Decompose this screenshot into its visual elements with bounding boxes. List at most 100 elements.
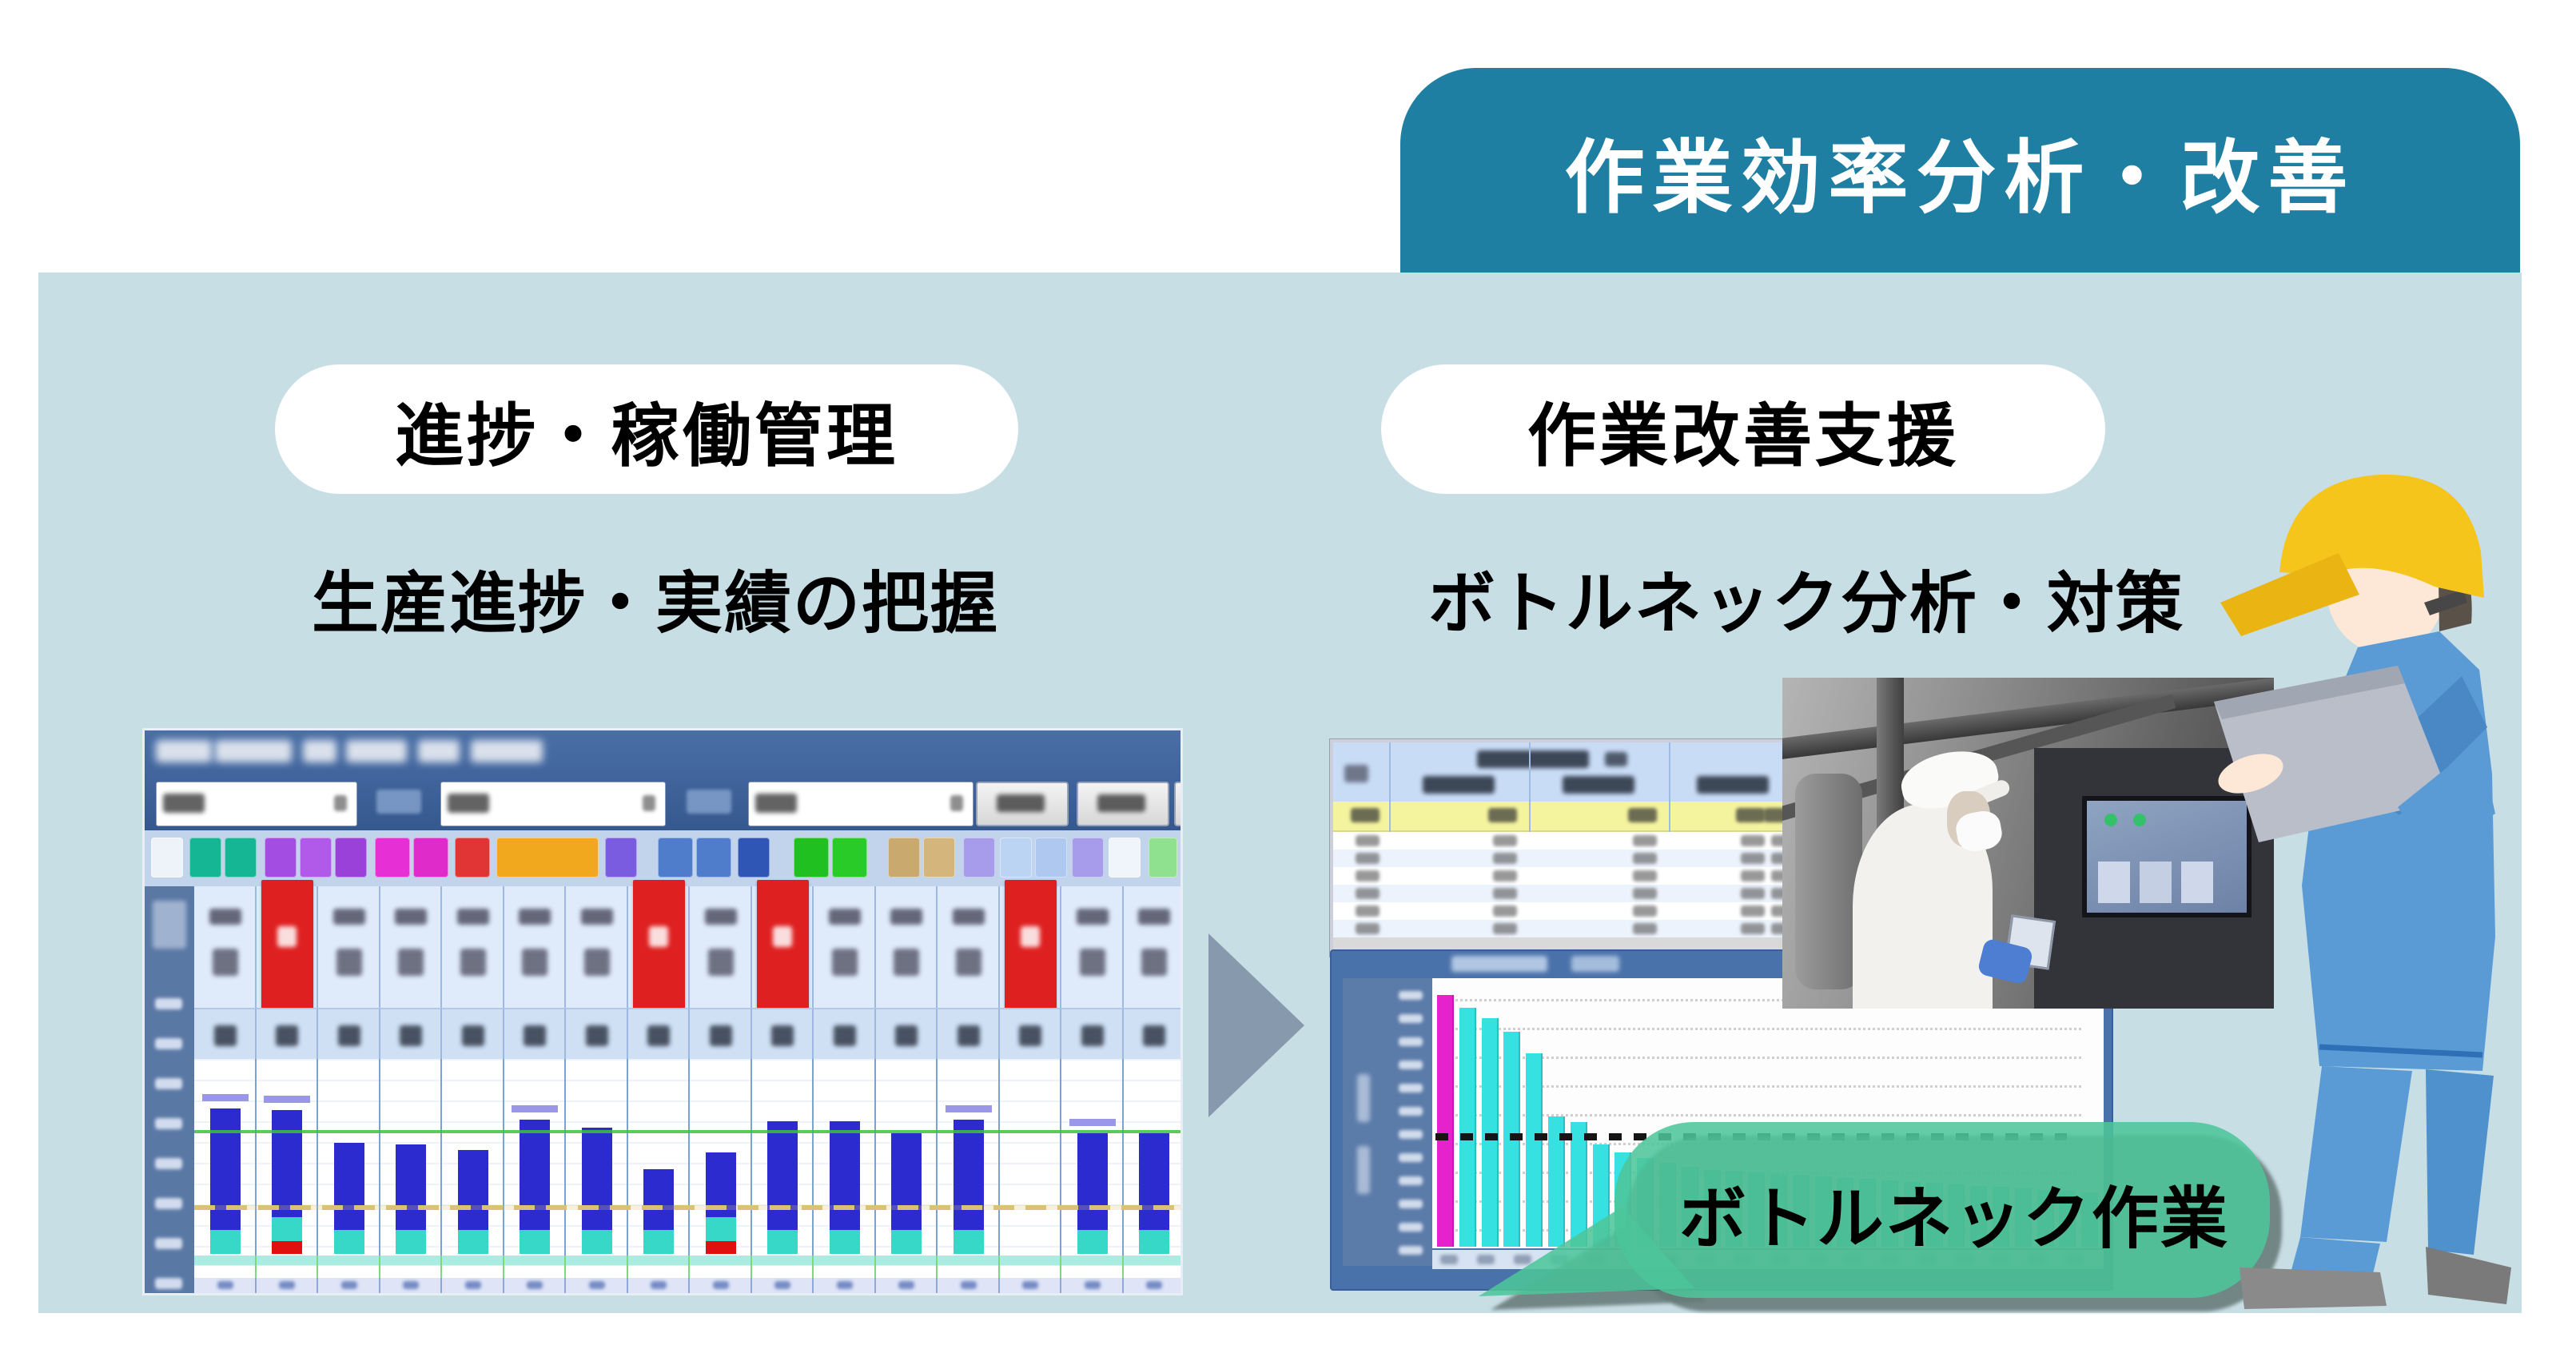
blurred-text [1081, 1025, 1104, 1046]
toolbar-chip [1149, 838, 1177, 878]
toolbar-chip [413, 838, 448, 878]
blurred-text [831, 949, 858, 976]
bar-base-segment [520, 1230, 551, 1254]
toolbar-chip [605, 838, 637, 878]
footer-cell [442, 1278, 504, 1293]
blurred-text [448, 794, 489, 813]
button [976, 782, 1069, 826]
bar-base-segment [891, 1230, 922, 1254]
blurred-text [1493, 923, 1517, 934]
footer-cell [1061, 1278, 1124, 1293]
footer-cell [380, 1278, 442, 1293]
toolbar-chip [189, 838, 221, 878]
blurred-text [400, 1025, 423, 1046]
blurred-text [1633, 888, 1657, 899]
column-subheader [504, 1008, 566, 1059]
pill-improvement-support: 作業改善支援 [1381, 364, 2105, 494]
column-header [380, 886, 442, 1008]
blurred-text [1628, 808, 1657, 822]
blurred-text [1451, 956, 1547, 972]
toolbar-chip [225, 838, 257, 878]
table-row [1333, 902, 1806, 920]
column-header [814, 886, 876, 1008]
toolbar-chip [151, 838, 183, 878]
blurred-text [163, 794, 205, 813]
column-subheader [566, 1008, 628, 1059]
screenshot-gantt-grid [194, 880, 1181, 1293]
blurred-text [1138, 909, 1171, 925]
bar-base-segment [705, 1217, 736, 1241]
blurred-text [277, 926, 297, 947]
blurred-text [1563, 776, 1634, 794]
column-header [442, 886, 504, 1008]
blurred-text [1477, 1255, 1495, 1264]
blurred-text [1097, 794, 1145, 812]
blurred-text [1423, 776, 1495, 794]
blurred-text [957, 1025, 980, 1046]
bar-base-segment [767, 1230, 798, 1254]
blurred-text [1351, 808, 1380, 822]
blurred-text [588, 1281, 605, 1289]
right-subtitle: ボトルネック分析・対策 [1427, 566, 2184, 641]
blurred-text [1141, 949, 1168, 976]
blurred-text [1146, 1281, 1163, 1289]
bar-base-segment [1139, 1230, 1170, 1254]
blurred-text [155, 1278, 182, 1289]
bar-alert-segment [272, 1241, 303, 1254]
blurred-text [1356, 870, 1380, 881]
blurred-text [395, 909, 428, 925]
footer-cell [442, 1256, 504, 1278]
filter-input [440, 782, 666, 826]
blurred-text [952, 909, 985, 925]
blurred-text [1633, 923, 1657, 934]
blurred-text [519, 909, 551, 925]
gridline [1437, 999, 2082, 1001]
footer-cell [566, 1278, 628, 1293]
callout-label: ボトルネック作業 [1678, 1181, 2229, 1256]
blurred-text [1084, 1281, 1101, 1289]
blurred-text [1399, 1061, 1423, 1069]
blurred-text [1399, 1176, 1423, 1185]
blurred-text [279, 1281, 296, 1289]
blurred-text [709, 1025, 732, 1046]
toolbar-chip [496, 838, 599, 878]
footer-cell [814, 1256, 876, 1278]
column-subheader [318, 1008, 380, 1059]
blurred-text [1399, 1107, 1423, 1116]
blurred-text [153, 901, 186, 949]
column-subheader [690, 1008, 752, 1059]
plan-cap-mark [1069, 1119, 1116, 1126]
blurred-text [337, 1025, 360, 1046]
progress-bar [767, 1121, 798, 1230]
blurred-text [303, 740, 336, 762]
footer-cell [751, 1256, 814, 1278]
column-header [504, 886, 566, 1008]
blurred-text [771, 1025, 794, 1046]
screenshot-title-bar [145, 730, 1181, 830]
blurred-text [1399, 1200, 1423, 1208]
screenshot-y-axis [145, 886, 194, 1293]
blurred-text [707, 949, 734, 976]
blurred-text [898, 1281, 915, 1289]
bar-base-segment [272, 1217, 303, 1241]
blurred-text [376, 790, 421, 814]
blurred-text [155, 1158, 182, 1169]
blurred-text [585, 1025, 608, 1046]
blurred-text [1356, 923, 1380, 934]
blurred-text [651, 1281, 667, 1289]
progress-bar [520, 1120, 551, 1230]
blurred-text [647, 1025, 671, 1046]
pill-improvement-support-label: 作業改善支援 [1527, 397, 1959, 475]
blurred-text [1143, 1025, 1166, 1046]
blurred-text [1022, 1281, 1039, 1289]
footer-cell [318, 1256, 380, 1278]
column-subheader [938, 1008, 1000, 1059]
pareto-bar [1481, 1018, 1499, 1247]
footer-cell [938, 1278, 1000, 1293]
blurred-text [1493, 835, 1517, 846]
gridline [1437, 1085, 2082, 1088]
bar-base-segment [333, 1230, 364, 1254]
column-subheader [194, 1008, 257, 1059]
blurred-text [340, 1281, 357, 1289]
toolbar-chip [1109, 838, 1141, 878]
